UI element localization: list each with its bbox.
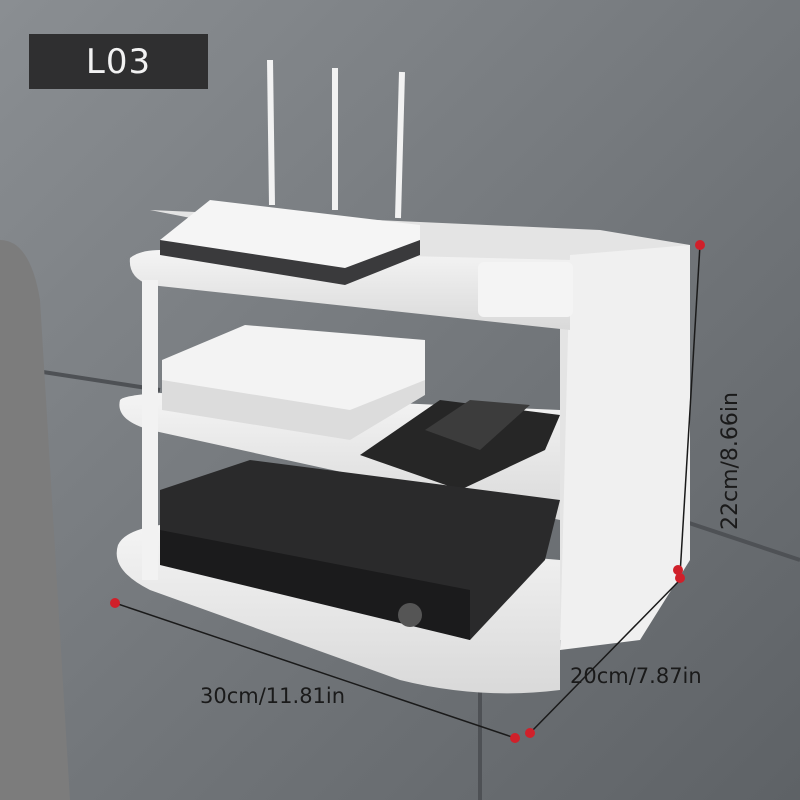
dimension-markers [110, 240, 705, 743]
shelf-top [129, 250, 571, 330]
sofa-arm [0, 240, 70, 800]
av-receiver [160, 460, 560, 640]
width-dimension-label: 30cm/11.81in [200, 684, 346, 708]
model-label-badge: L03 [29, 34, 208, 89]
dimension-lines [114, 244, 701, 739]
height-dimension-label: 22cm/8.66in [718, 392, 743, 530]
phones [360, 400, 560, 490]
router [160, 59, 420, 285]
power-strip [478, 262, 573, 317]
set-top-box [162, 325, 425, 440]
shelf-left-panel [142, 280, 158, 580]
depth-dimension-label: 20cm/7.87in [570, 664, 702, 688]
shelf-side-panel [560, 245, 690, 650]
